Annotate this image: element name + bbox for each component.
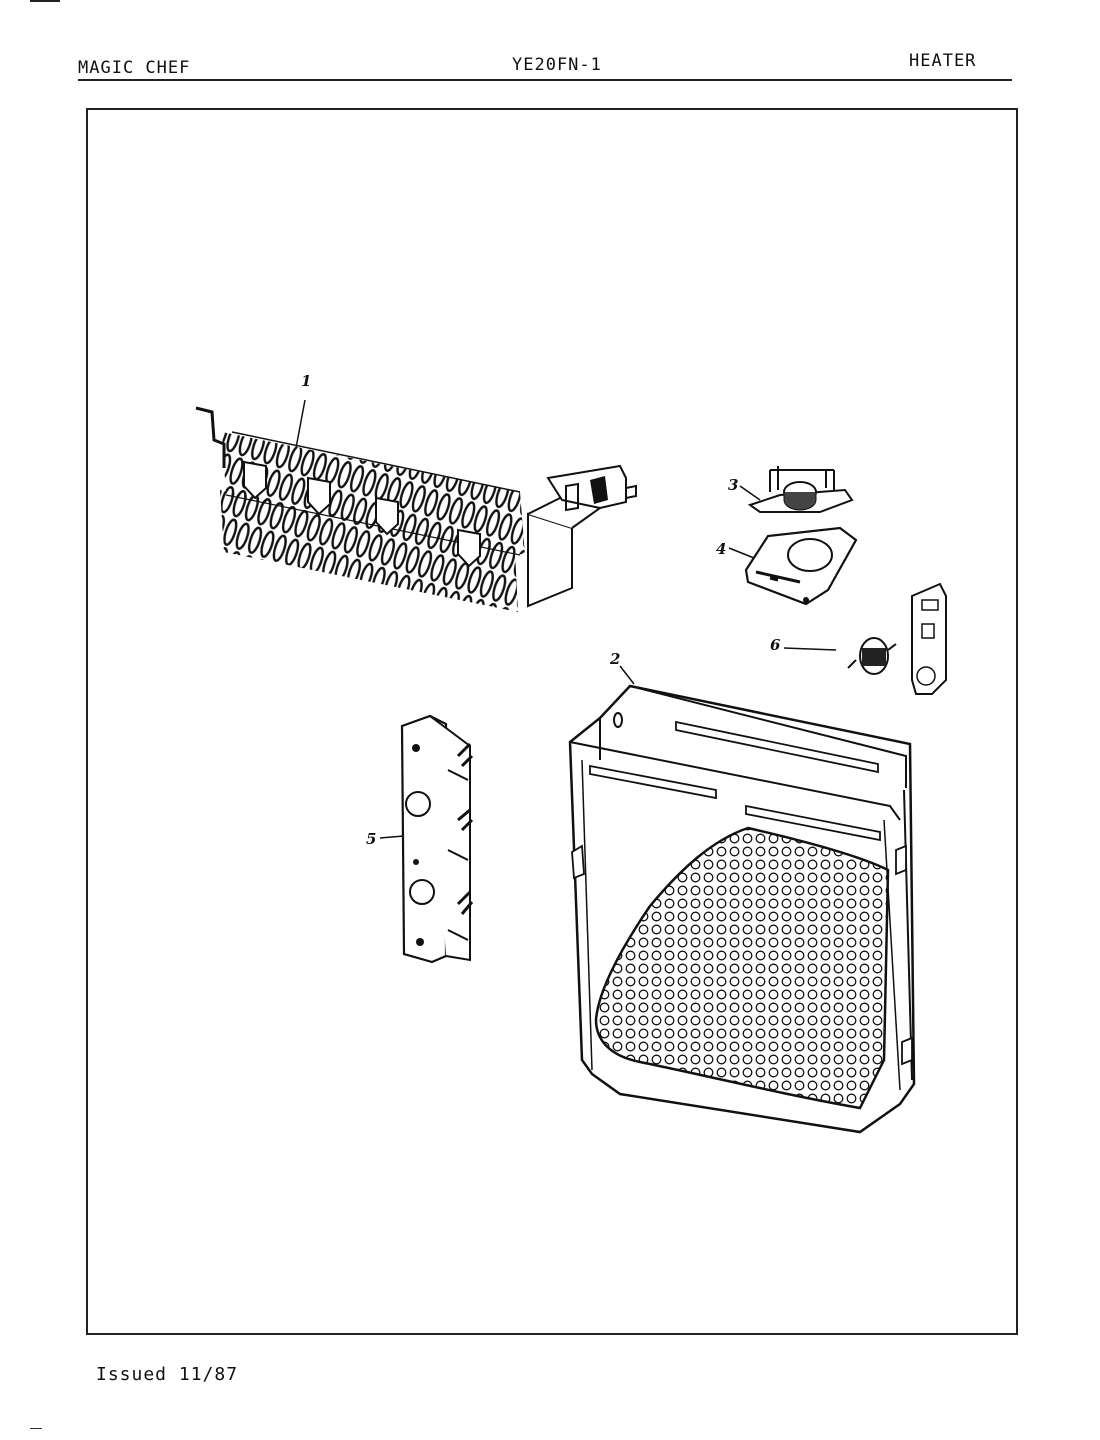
heater-element-part [195,406,637,612]
thermostat-bracket-part [744,526,858,606]
callout-6: 6 [770,636,781,654]
header-model-number: YE20FN-1 [512,55,602,75]
header-brand: MAGIC CHEF [78,58,191,78]
corner-mark [30,1428,42,1429]
header-rule [78,79,1012,81]
callout-1: 1 [301,372,311,390]
issued-date: Issued 11/87 [96,1364,239,1385]
thermostat-part [747,466,854,513]
thermal-fuse-part [847,582,947,695]
leader-lines [295,399,837,839]
diagram-frame [86,108,1018,1335]
callout-3: 3 [728,476,738,494]
callout-5: 5 [366,830,376,848]
callout-4: 4 [716,540,726,558]
header-section-title: HEATER [909,51,977,71]
top-edge-rule [30,0,60,2]
terminal-block-part [400,714,474,964]
heater-housing-part [568,684,916,1134]
callout-2: 2 [609,650,620,668]
